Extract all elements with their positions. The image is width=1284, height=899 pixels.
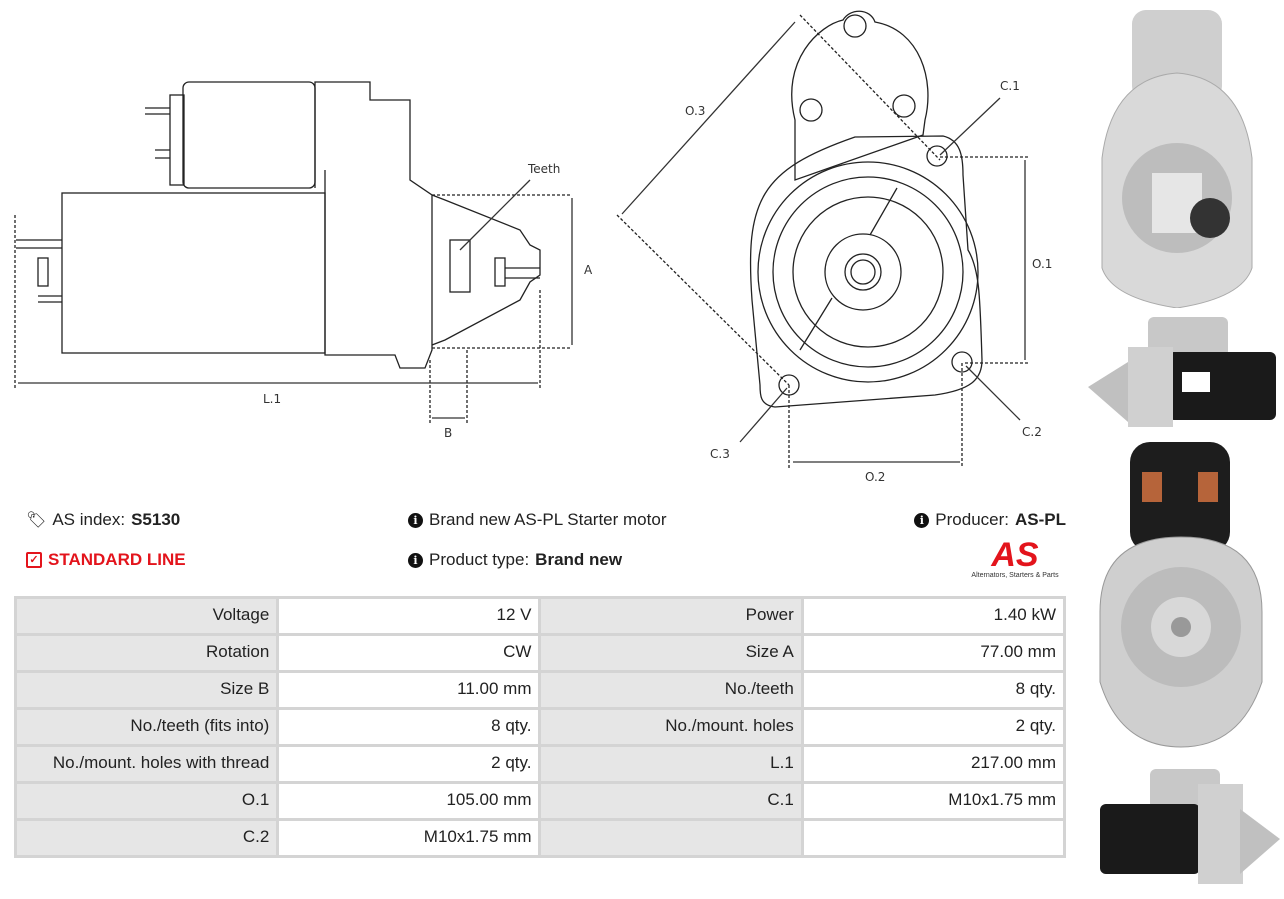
info-icon: i	[408, 552, 423, 568]
dimension-b-label: B	[444, 426, 452, 440]
spec-value	[800, 818, 1067, 858]
spec-value: M10x1.75 mm	[276, 818, 542, 858]
standard-line-label: STANDARD LINE	[48, 550, 186, 569]
spec-label: Rotation	[13, 633, 280, 673]
dimension-l1-label: L.1	[263, 392, 281, 406]
spec-label: O.1	[13, 781, 280, 821]
product-photo-side-2[interactable]	[1090, 764, 1280, 894]
dimension-a-label: A	[584, 263, 593, 277]
spec-value: 2 qty.	[800, 707, 1067, 747]
product-photo-front[interactable]	[1092, 8, 1262, 309]
spec-value: 105.00 mm	[276, 781, 542, 821]
as-index-label: AS index:	[52, 510, 126, 529]
spec-value: CW	[276, 633, 542, 673]
dimension-o2-label: O.2	[865, 470, 885, 484]
spec-value: M10x1.75 mm	[800, 781, 1067, 821]
logo-tagline: Alternators, Starters & Parts	[971, 572, 1059, 579]
dimension-c3-label: C.3	[710, 447, 730, 461]
spec-label: No./teeth	[538, 670, 804, 710]
description-text: Brand new AS-PL Starter motor	[429, 510, 667, 529]
product-type: i Product type: Brand new	[408, 550, 622, 570]
spec-label: No./mount. holes	[538, 707, 804, 747]
side-view-drawing: Teeth A L.1 B	[14, 81, 593, 440]
producer-label: Producer:	[935, 510, 1009, 529]
table-row: No./teeth (fits into)8 qty.No./mount. ho…	[13, 707, 1067, 747]
spec-label: Size A	[538, 633, 804, 673]
spec-label: C.2	[13, 818, 280, 858]
logo-mark: AS	[991, 536, 1039, 574]
as-pl-logo: AS Alternators, Starters & Parts	[962, 538, 1068, 579]
spec-label: Size B	[13, 670, 280, 710]
dimension-c1-label: C.1	[1000, 79, 1020, 93]
front-view-drawing: O.3 C.1 O.1 C.2 C.3 O.2	[616, 10, 1052, 484]
dimension-c2-label: C.2	[1022, 425, 1042, 439]
dimension-o1-label: O.1	[1032, 257, 1052, 271]
product-type-label: Product type:	[429, 550, 530, 569]
spec-label: No./mount. holes with thread	[13, 744, 280, 784]
producer: i Producer: AS-PL	[914, 510, 1066, 530]
as-index-value: S5130	[131, 510, 181, 529]
spec-value: 2 qty.	[276, 744, 542, 784]
product-description: i Brand new AS-PL Starter motor	[408, 510, 666, 530]
info-icon: i	[914, 512, 930, 528]
spec-label: L.1	[538, 744, 804, 784]
info-icon: i	[408, 512, 423, 528]
spec-label: No./teeth (fits into)	[13, 707, 280, 747]
spec-value: 217.00 mm	[800, 744, 1067, 784]
spec-value: 11.00 mm	[276, 670, 542, 710]
spec-value: 12 V	[276, 596, 542, 636]
dimension-o3-label: O.3	[685, 104, 705, 118]
checkbox-icon: ✓	[26, 552, 42, 568]
spec-value: 77.00 mm	[800, 633, 1067, 673]
product-type-value: Brand new	[535, 550, 623, 569]
teeth-label: Teeth	[527, 162, 560, 176]
spec-label: Voltage	[13, 596, 280, 636]
tags-icon: 🏷	[26, 512, 47, 529]
product-photo-rear[interactable]	[1090, 442, 1272, 750]
technical-drawing: Teeth A L.1 B O.3 C.1 O.1 C.2 C.3 O.2	[14, 10, 1052, 484]
spec-label: Power	[538, 596, 804, 636]
product-photo-side[interactable]	[1088, 312, 1276, 434]
spec-label	[538, 818, 804, 858]
standard-line-badge: ✓ STANDARD LINE	[26, 550, 186, 570]
spec-value: 1.40 kW	[800, 596, 1067, 636]
as-index: 🏷 AS index: S5130	[26, 510, 180, 530]
spec-label: C.1	[538, 781, 804, 821]
producer-value: AS-PL	[1015, 510, 1066, 529]
spec-value: 8 qty.	[276, 707, 542, 747]
spec-value: 8 qty.	[800, 670, 1067, 710]
